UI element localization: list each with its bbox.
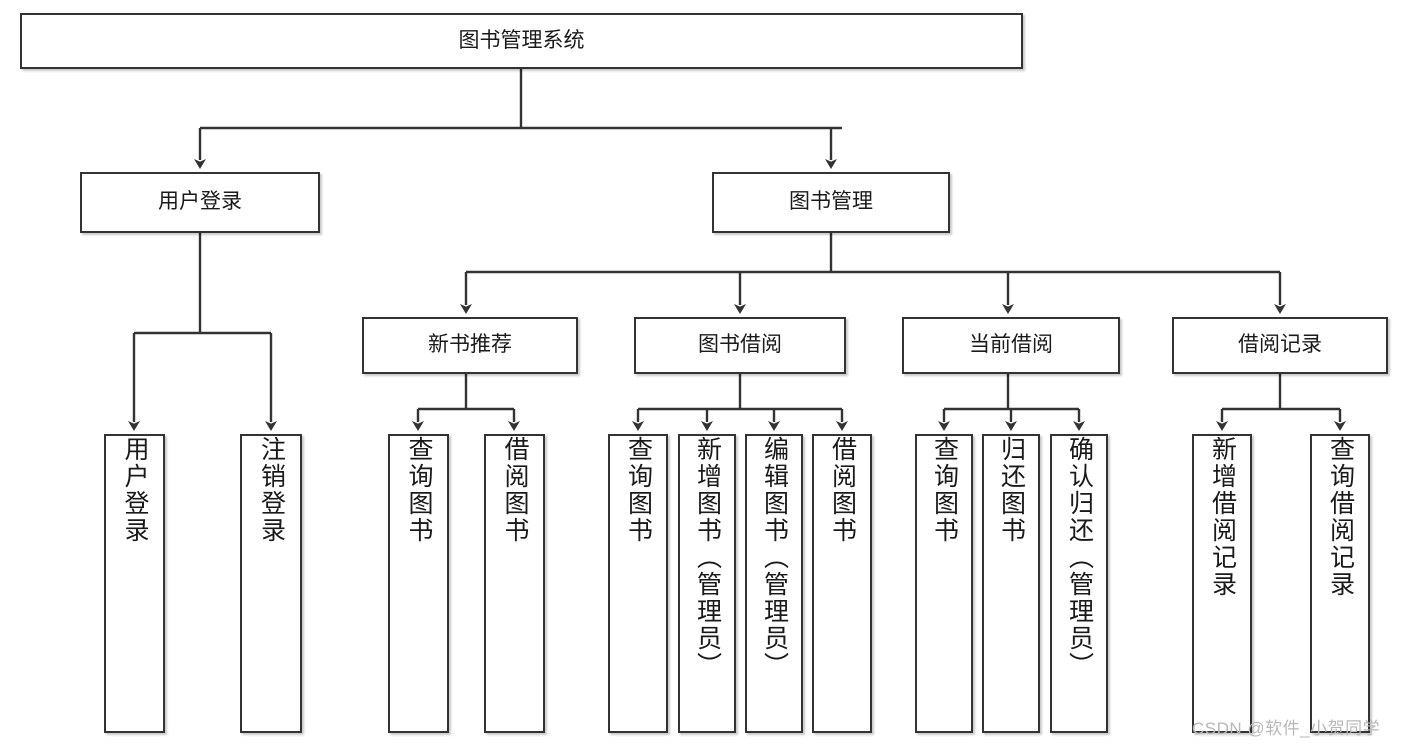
node-leaf-query-book-1[interactable]: 查询图书 bbox=[388, 434, 449, 733]
node-leaf-query-book-2-label: 查询图书 bbox=[624, 436, 653, 544]
node-borrow-record-label: 借阅记录 bbox=[1238, 333, 1322, 357]
node-leaf-edit-book-admin-label: 编辑图书（管理员） bbox=[760, 436, 789, 679]
node-leaf-add-borrow-record[interactable]: 新增借阅记录 bbox=[1192, 434, 1252, 733]
node-leaf-return-book[interactable]: 归还图书 bbox=[982, 434, 1040, 733]
node-leaf-return-book-label: 归还图书 bbox=[997, 436, 1026, 544]
node-leaf-query-borrow-record[interactable]: 查询借阅记录 bbox=[1310, 434, 1370, 733]
node-root[interactable]: 图书管理系统 bbox=[20, 13, 1023, 69]
node-book-borrow-label: 图书借阅 bbox=[698, 333, 782, 357]
node-user-login-label: 用户登录 bbox=[158, 190, 242, 214]
node-leaf-user-login[interactable]: 用户登录 bbox=[104, 434, 165, 733]
node-leaf-borrow-book-2[interactable]: 借阅图书 bbox=[812, 434, 872, 733]
node-leaf-logout-login-label: 注销登录 bbox=[257, 436, 286, 544]
node-book-manage[interactable]: 图书管理 bbox=[712, 172, 950, 233]
node-book-borrow[interactable]: 图书借阅 bbox=[634, 317, 846, 374]
node-leaf-user-login-label: 用户登录 bbox=[121, 436, 149, 544]
node-leaf-add-borrow-record-label: 新增借阅记录 bbox=[1208, 436, 1237, 598]
node-leaf-borrow-book-2-label: 借阅图书 bbox=[828, 436, 857, 544]
node-leaf-confirm-return-admin[interactable]: 确认归还（管理员） bbox=[1050, 434, 1108, 733]
node-leaf-query-book-1-label: 查询图书 bbox=[405, 436, 433, 544]
node-leaf-query-book-2[interactable]: 查询图书 bbox=[608, 434, 668, 733]
node-leaf-edit-book-admin[interactable]: 编辑图书（管理员） bbox=[745, 434, 803, 733]
node-leaf-confirm-return-admin-label: 确认归还（管理员） bbox=[1065, 436, 1094, 679]
node-current-borrow[interactable]: 当前借阅 bbox=[902, 317, 1120, 374]
node-borrow-record[interactable]: 借阅记录 bbox=[1172, 317, 1388, 374]
node-leaf-query-book-3-label: 查询图书 bbox=[930, 436, 959, 544]
node-leaf-borrow-book-1-label: 借阅图书 bbox=[501, 436, 529, 544]
node-root-label: 图书管理系统 bbox=[458, 28, 585, 52]
node-user-login[interactable]: 用户登录 bbox=[80, 172, 320, 233]
node-new-book-recommend-label: 新书推荐 bbox=[428, 333, 512, 357]
node-leaf-add-book-admin-label: 新增图书（管理员） bbox=[693, 436, 722, 679]
node-leaf-query-borrow-record-label: 查询借阅记录 bbox=[1326, 436, 1355, 598]
node-book-manage-label: 图书管理 bbox=[789, 190, 873, 214]
node-leaf-logout-login[interactable]: 注销登录 bbox=[240, 434, 302, 733]
node-current-borrow-label: 当前借阅 bbox=[969, 333, 1053, 357]
node-new-book-recommend[interactable]: 新书推荐 bbox=[362, 317, 578, 374]
node-leaf-query-book-3[interactable]: 查询图书 bbox=[915, 434, 973, 733]
node-leaf-borrow-book-1[interactable]: 借阅图书 bbox=[484, 434, 545, 733]
node-leaf-add-book-admin[interactable]: 新增图书（管理员） bbox=[678, 434, 736, 733]
